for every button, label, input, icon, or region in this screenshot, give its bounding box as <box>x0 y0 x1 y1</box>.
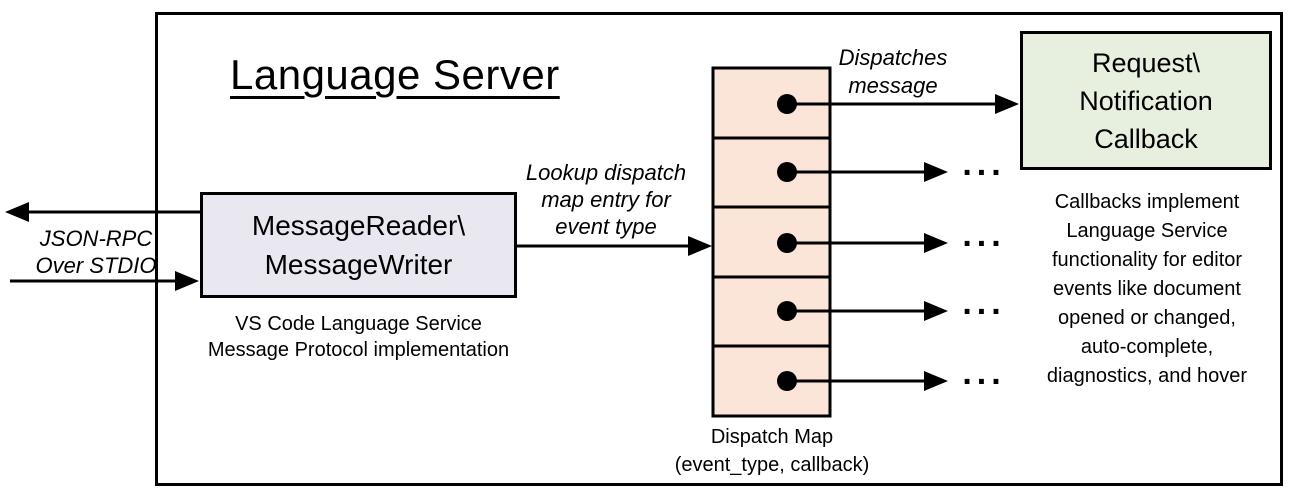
callbacks-note-line4: events like document <box>1053 278 1241 300</box>
ellipsis: ... <box>962 284 1006 322</box>
callbacks-note-line7: diagnostics, and hover <box>1046 365 1248 387</box>
lookup-label-line1: Lookup dispatch <box>525 160 687 185</box>
callbacks-note: Callbacks implement Language Service fun… <box>1016 188 1278 391</box>
dispatch-map-label-line2: (event_type, callback) <box>674 454 870 476</box>
ellipsis: ... <box>962 145 1006 183</box>
reader-caption-line1: VS Code Language Service <box>235 313 482 335</box>
callback-box-line1: Request\ <box>1091 47 1201 78</box>
callback-box-line3: Callback <box>1094 123 1198 154</box>
reader-caption-line2: Message Protocol implementation <box>207 339 510 361</box>
dispatches-label-line2: message <box>848 73 938 98</box>
request-notification-callback-box: Request\ Notification Callback <box>1020 31 1272 170</box>
dispatch-map-label: Dispatch Map (event_type, callback) <box>655 423 889 479</box>
callbacks-note-line3: functionality for editor <box>1051 249 1243 271</box>
reader-box-line2: MessageWriter <box>264 249 453 280</box>
callbacks-note-line6: auto-complete, <box>1080 336 1214 358</box>
diagram-title: Language Server <box>230 51 560 98</box>
dispatch-map-label-line1: Dispatch Map <box>710 426 834 448</box>
ellipsis: ... <box>962 216 1006 254</box>
json-rpc-label-line1: JSON-RPC <box>39 226 153 251</box>
dispatches-message-label: Dispatches message <box>823 44 963 100</box>
reader-caption: VS Code Language Service Message Protoco… <box>185 311 532 363</box>
ellipsis: ... <box>962 354 1006 392</box>
callbacks-note-line2: Language Service <box>1066 220 1228 242</box>
dispatches-label-line1: Dispatches <box>838 45 948 70</box>
lookup-label-line2: map entry for <box>541 187 671 212</box>
reader-box-line1: MessageReader\ <box>251 210 466 241</box>
callbacks-note-line5: opened or changed, <box>1058 307 1236 329</box>
lookup-label: Lookup dispatch map entry for event type <box>520 159 692 240</box>
callbacks-note-line1: Callbacks implement <box>1054 191 1240 213</box>
message-reader-writer-box: MessageReader\ MessageWriter <box>200 192 517 298</box>
lookup-label-line3: event type <box>555 214 657 239</box>
callback-box-line2: Notification <box>1079 85 1213 116</box>
json-rpc-label: JSON-RPC Over STDIO <box>22 225 170 279</box>
json-rpc-label-line2: Over STDIO <box>35 253 157 278</box>
